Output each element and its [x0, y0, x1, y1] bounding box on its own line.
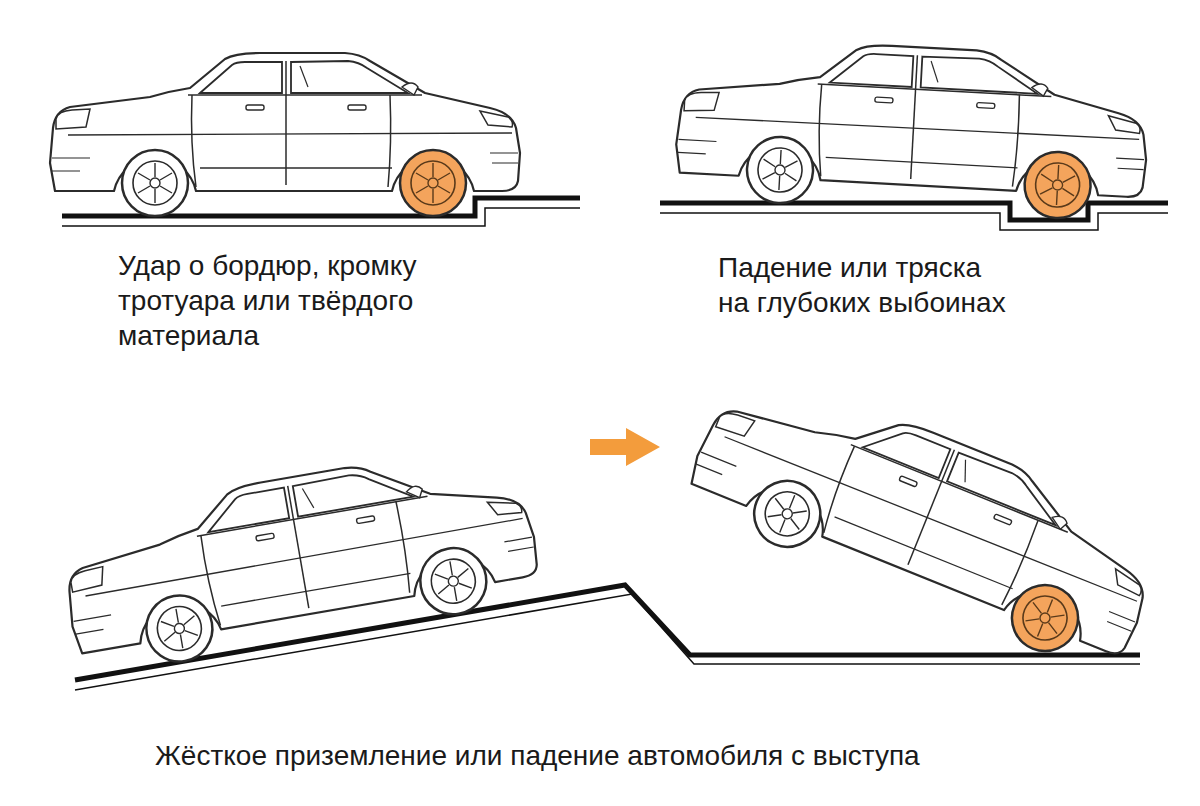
car — [54, 438, 545, 679]
car — [50, 53, 520, 216]
car — [673, 35, 1151, 223]
road-pothole — [660, 203, 1168, 230]
direction-arrow — [590, 428, 660, 466]
car — [678, 354, 1175, 681]
caption-slot: Падение или тряска на глубоких выбоинах — [718, 250, 1138, 320]
caption: Падение или тряска на глубоких выбоинах — [718, 250, 1138, 320]
caption: Жёсткое приземление или падение автомоби… — [155, 738, 1155, 773]
caption-slot: Удар о бордюр, кромку тротуара или твёрд… — [118, 248, 518, 353]
caption: Удар о бордюр, кромку тротуара или твёрд… — [118, 248, 518, 353]
caption-slot: Жёсткое приземление или падение автомоби… — [155, 738, 1155, 773]
